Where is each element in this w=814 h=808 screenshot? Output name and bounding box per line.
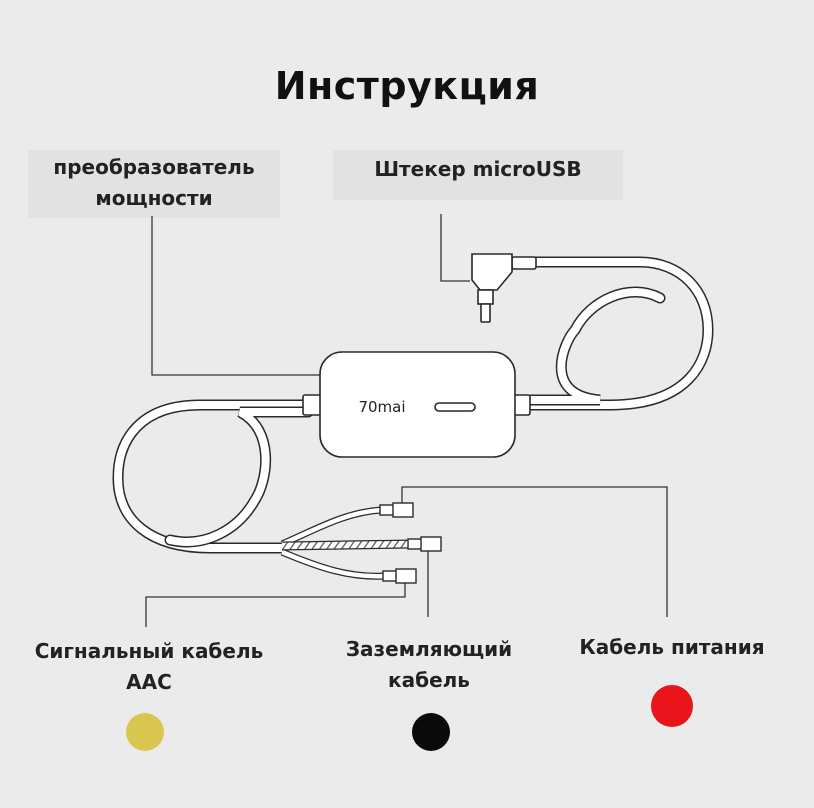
page-title: Инструкция xyxy=(274,64,540,108)
micro-usb-label-text: Штекер microUSB xyxy=(374,157,582,181)
wire-terminals xyxy=(379,502,442,584)
power-color-dot xyxy=(651,685,693,727)
power-cable-label-text: Кабель питания xyxy=(579,635,765,659)
right-cable xyxy=(524,256,714,411)
signal-cable-label-line2: AAC xyxy=(126,670,172,694)
wire-harness xyxy=(280,506,411,580)
power-converter-label-line1: преобразователь xyxy=(53,155,255,179)
signal-cable-label-line1: Сигнальный кабель xyxy=(34,639,264,663)
ground-color-dot xyxy=(412,713,450,751)
signal-color-dot xyxy=(126,713,164,751)
micro-usb-callout-line xyxy=(440,214,470,282)
power-converter-label-line2: мощности xyxy=(95,186,213,210)
left-cable xyxy=(112,399,314,554)
ground-cable-label-line1: Заземляющий xyxy=(345,637,513,661)
ground-cable-label-line2: кабель xyxy=(388,668,470,692)
brand-logo: 70mai xyxy=(358,398,405,416)
ground-cable-label: Заземляющий кабель xyxy=(322,634,536,696)
micro-usb-label: Штекер microUSB xyxy=(333,150,623,200)
signal-callout-line xyxy=(145,581,406,627)
power-converter-label: преобразователь мощности xyxy=(28,150,280,218)
power-callout-line xyxy=(401,486,668,617)
indicator-light xyxy=(434,402,476,412)
micro-usb-plug xyxy=(471,253,537,323)
power-cable-label: Кабель питания xyxy=(560,632,784,663)
signal-cable-label: Сигнальный кабель AAC xyxy=(14,636,284,698)
converter-callout-line xyxy=(151,216,320,376)
power-converter xyxy=(302,351,531,458)
